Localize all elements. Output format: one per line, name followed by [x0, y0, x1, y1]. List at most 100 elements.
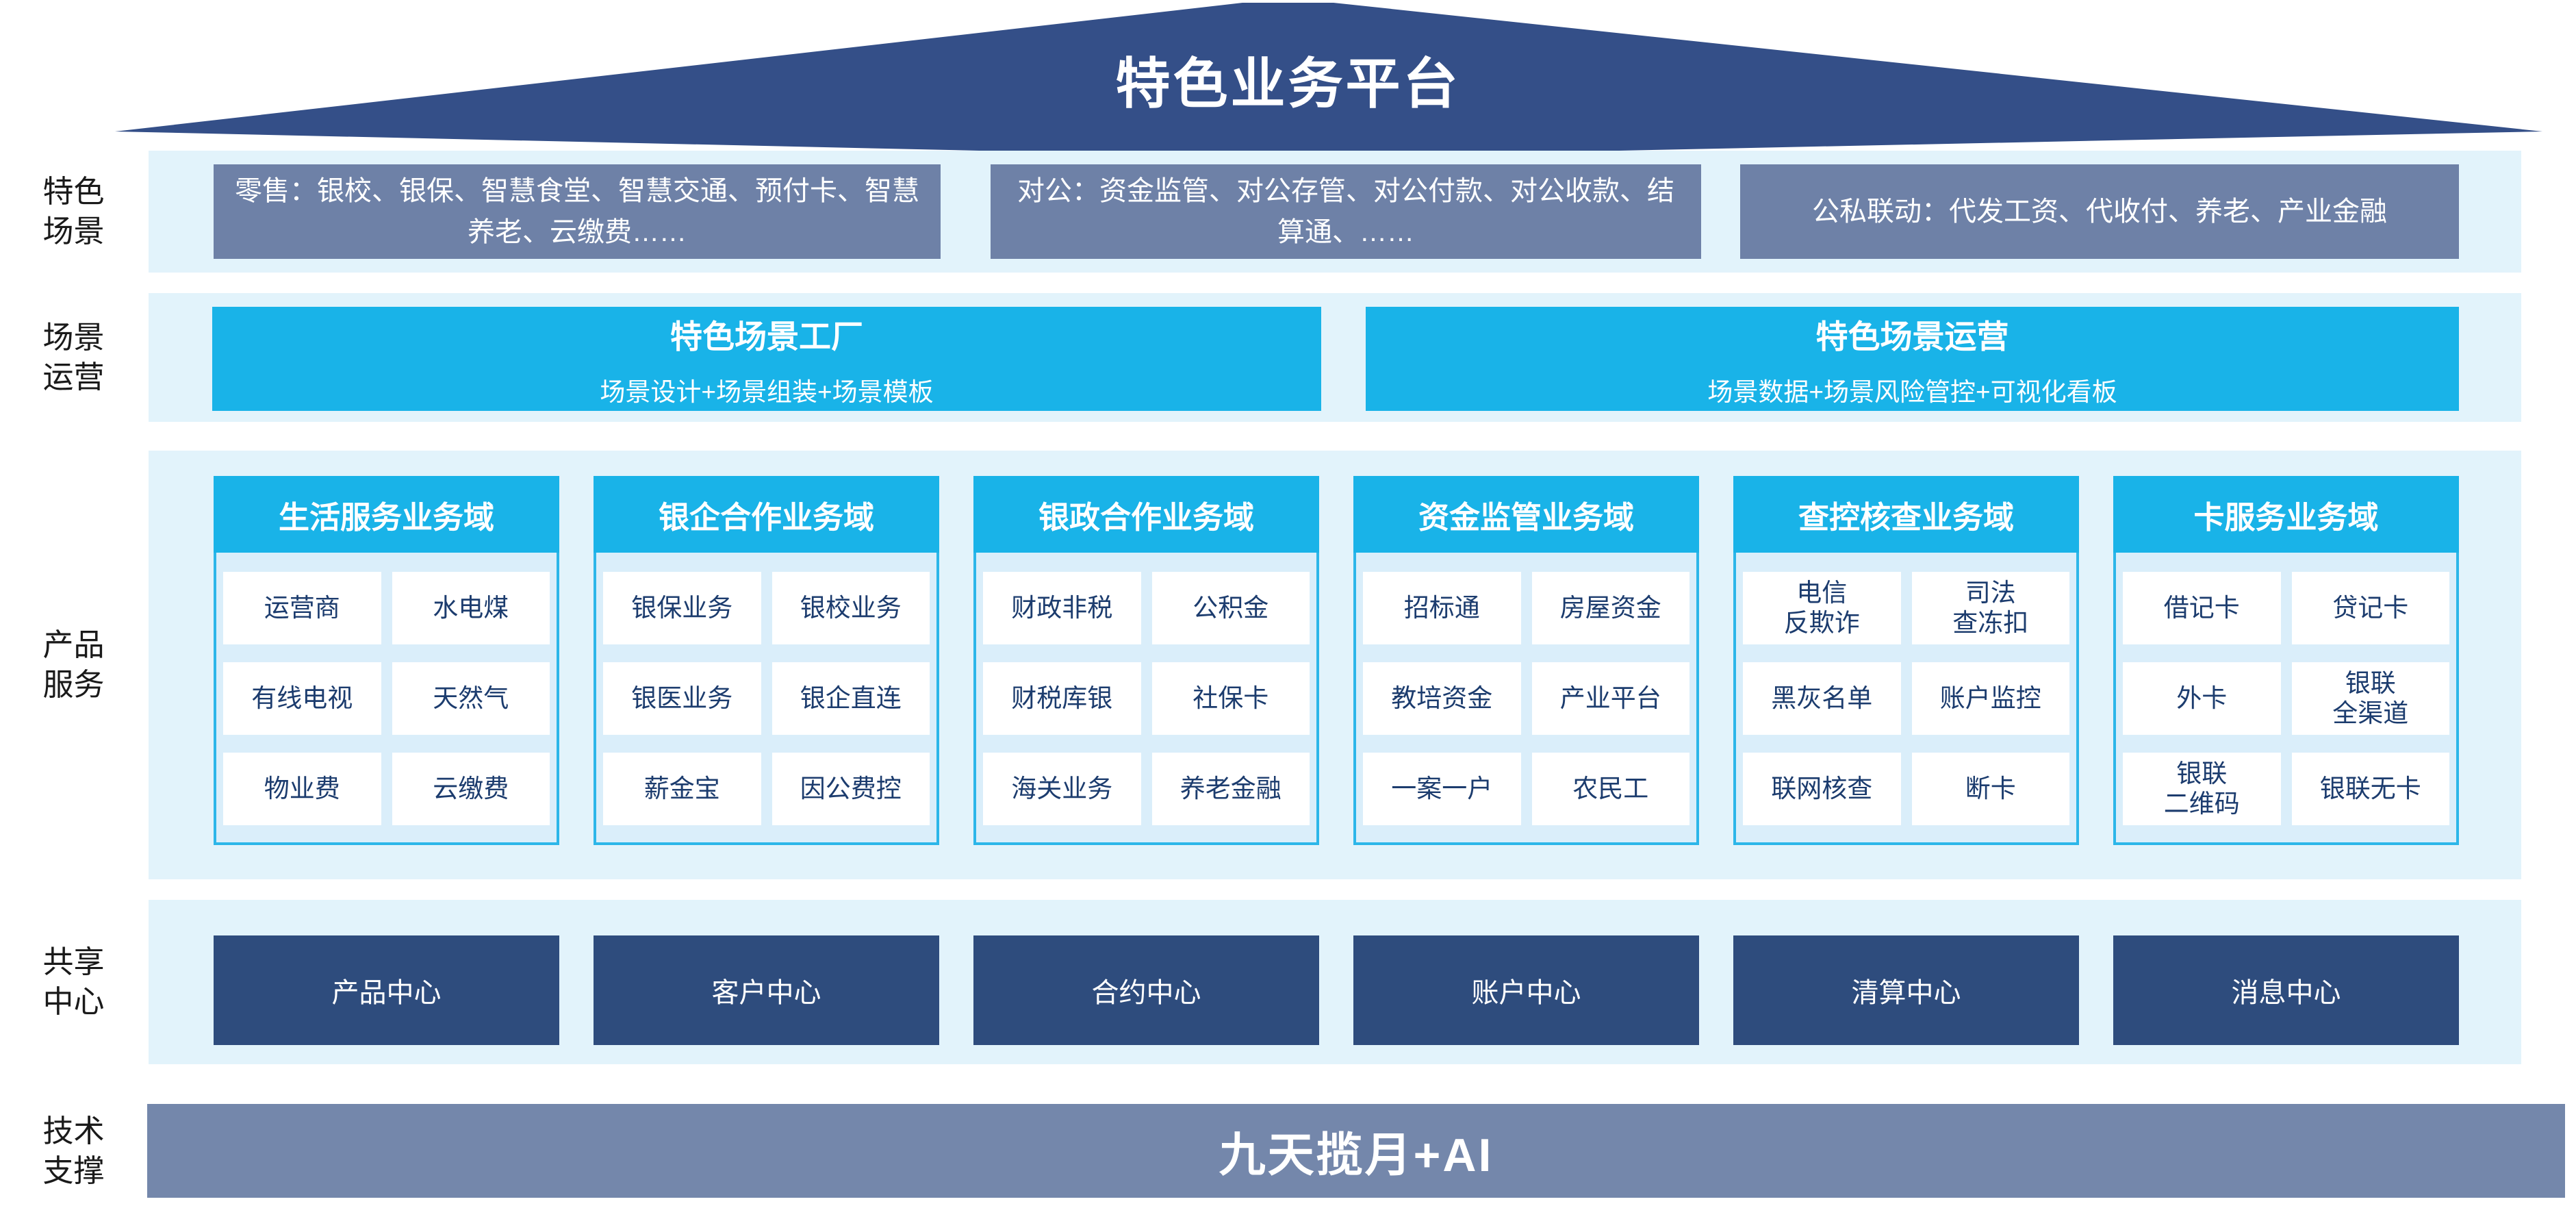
operation-box-title: 特色场景工厂 [670, 318, 863, 355]
row-label-tech: 技术 支撑 [0, 1104, 147, 1198]
cell-line: 反欺诈 [1783, 609, 1860, 637]
product-cell: 招标通 [1363, 572, 1521, 644]
product-cell: 银联 二维码 [2123, 753, 2281, 825]
roof-banner-shape [115, 3, 2542, 158]
cell-line: 房屋资金 [1559, 593, 1661, 622]
cell-line: 查冻扣 [1952, 609, 2029, 637]
row-label-scene: 特色 场景 [0, 151, 147, 273]
cell-line: 财政非税 [1011, 593, 1113, 622]
share-center-message: 消息中心 [2113, 935, 2459, 1045]
share-center-clearing: 清算中心 [1733, 935, 2079, 1045]
scene-box-linkage: 公私联动：代发工资、代收付、养老、产业金融 [1740, 164, 2459, 259]
cell-line: 物业费 [264, 774, 340, 803]
row-label-line: 技术 [42, 1113, 105, 1148]
product-column-header: 查控核查业务域 [1733, 476, 2079, 553]
cell-line: 社保卡 [1193, 683, 1269, 712]
product-cell: 银联 全渠道 [2291, 662, 2449, 735]
cell-line: 借记卡 [2163, 593, 2240, 622]
cell-line: 贷记卡 [2332, 593, 2409, 622]
cell-line: 司法 [1965, 578, 2016, 607]
row-label-line: 服务 [42, 667, 105, 702]
product-cell: 农民工 [1531, 753, 1689, 825]
product-cell: 联网核查 [1743, 753, 1901, 825]
product-column-header: 生活服务业务域 [214, 476, 559, 553]
cell-line: 海关业务 [1011, 774, 1113, 803]
share-center-contract: 合约中心 [973, 935, 1319, 1045]
product-column-fund-supervision: 资金监管业务域 招标通 房屋资金 教培资金 产业平台 一案一户 [1353, 476, 1699, 845]
product-cell: 司法 查冻扣 [1911, 572, 2069, 644]
product-cell: 借记卡 [2123, 572, 2281, 644]
cell-line: 银联 [2176, 759, 2228, 788]
cell-line: 账户监控 [1939, 683, 2041, 712]
product-cell: 贷记卡 [2291, 572, 2449, 644]
product-cell: 外卡 [2123, 662, 2281, 735]
product-cell: 运营商 [223, 572, 381, 644]
cell-line: 教培资金 [1391, 683, 1493, 712]
cell-line: 养老金融 [1179, 774, 1281, 803]
cell-line: 外卡 [2176, 683, 2228, 712]
row-label-share: 共享 中心 [0, 900, 147, 1064]
cell-line: 天然气 [433, 683, 509, 712]
scene-box-corporate: 对公：资金监管、对公存管、对公付款、对公收款、结算通、…… [991, 164, 1701, 259]
row-label-line: 场景 [42, 214, 105, 249]
product-cell: 产业平台 [1531, 662, 1689, 735]
row-label-line: 支撑 [42, 1153, 105, 1188]
row-label-operation: 场景 运营 [0, 293, 147, 422]
product-column-body: 电信 反欺诈 司法 查冻扣 黑灰名单 账户监控 联网核查 断卡 [1733, 553, 2079, 845]
operation-box-subtitle: 场景数据+场景风险管控+可视化看板 [1707, 377, 2117, 406]
product-cell: 银校业务 [771, 572, 930, 644]
product-column-card-services: 卡服务业务域 借记卡 贷记卡 外卡 银联 全渠道 银联 二维码 [2113, 476, 2459, 845]
row-label-line: 中心 [42, 984, 105, 1019]
product-cell: 银联无卡 [2291, 753, 2449, 825]
product-cell: 因公费控 [771, 753, 930, 825]
cell-line: 有线电视 [251, 683, 353, 712]
product-column-header: 银企合作业务域 [594, 476, 939, 553]
product-column-header: 资金监管业务域 [1353, 476, 1699, 553]
product-cell: 电信 反欺诈 [1743, 572, 1901, 644]
product-cell: 断卡 [1911, 753, 2069, 825]
cell-line: 一案一户 [1391, 774, 1493, 803]
product-cell: 天然气 [392, 662, 550, 735]
product-column-body: 借记卡 贷记卡 外卡 银联 全渠道 银联 二维码 银联无卡 [2113, 553, 2459, 845]
cell-line: 薪金宝 [643, 774, 720, 803]
product-cell: 财政非税 [983, 572, 1141, 644]
cell-line: 运营商 [264, 593, 340, 622]
product-column-life-services: 生活服务业务域 运营商 水电煤 有线电视 天然气 物业费 [214, 476, 559, 845]
operation-box-subtitle: 场景设计+场景组装+场景模板 [600, 377, 934, 406]
cell-line: 二维码 [2163, 790, 2240, 818]
row-label-products: 产品 服务 [0, 451, 147, 879]
product-cell: 银企直连 [771, 662, 930, 735]
cell-line: 产业平台 [1559, 683, 1661, 712]
product-cell: 薪金宝 [603, 753, 761, 825]
scene-box-retail: 零售：银校、银保、智慧食堂、智慧交通、预付卡、智慧养老、云缴费…… [214, 164, 941, 259]
product-cell: 有线电视 [223, 662, 381, 735]
product-cell: 水电煤 [392, 572, 550, 644]
cell-line: 农民工 [1572, 774, 1649, 803]
product-cell: 银医业务 [603, 662, 761, 735]
operation-box-ops: 特色场景运营 场景数据+场景风险管控+可视化看板 [1366, 307, 2459, 411]
product-cell: 物业费 [223, 753, 381, 825]
product-column-header: 卡服务业务域 [2113, 476, 2459, 553]
cell-line: 电信 [1796, 578, 1848, 607]
cell-line: 银校业务 [800, 593, 902, 622]
cell-line: 断卡 [1965, 774, 2016, 803]
banner-title: 特色业务平台 [1115, 53, 1461, 114]
cell-line: 全渠道 [2332, 699, 2409, 727]
cell-line: 招标通 [1403, 593, 1480, 622]
row-label-line: 运营 [42, 360, 105, 394]
cell-line: 银保业务 [631, 593, 733, 622]
cell-line: 银联 [2345, 668, 2396, 697]
product-column-inquiry-control: 查控核查业务域 电信 反欺诈 司法 查冻扣 黑灰名单 账户监控 联网核查 [1733, 476, 2079, 845]
operation-box-factory: 特色场景工厂 场景设计+场景组装+场景模板 [212, 307, 1321, 411]
row-label-line: 场景 [42, 320, 105, 355]
product-column-body: 运营商 水电煤 有线电视 天然气 物业费 云缴费 [214, 553, 559, 845]
cell-line: 黑灰名单 [1771, 683, 1873, 712]
product-cell: 房屋资金 [1531, 572, 1689, 644]
product-cell: 账户监控 [1911, 662, 2069, 735]
cell-line: 因公费控 [800, 774, 902, 803]
product-column-body: 招标通 房屋资金 教培资金 产业平台 一案一户 农民工 [1353, 553, 1699, 845]
product-cell: 公积金 [1151, 572, 1310, 644]
product-cell: 海关业务 [983, 753, 1141, 825]
product-cell: 财税库银 [983, 662, 1141, 735]
